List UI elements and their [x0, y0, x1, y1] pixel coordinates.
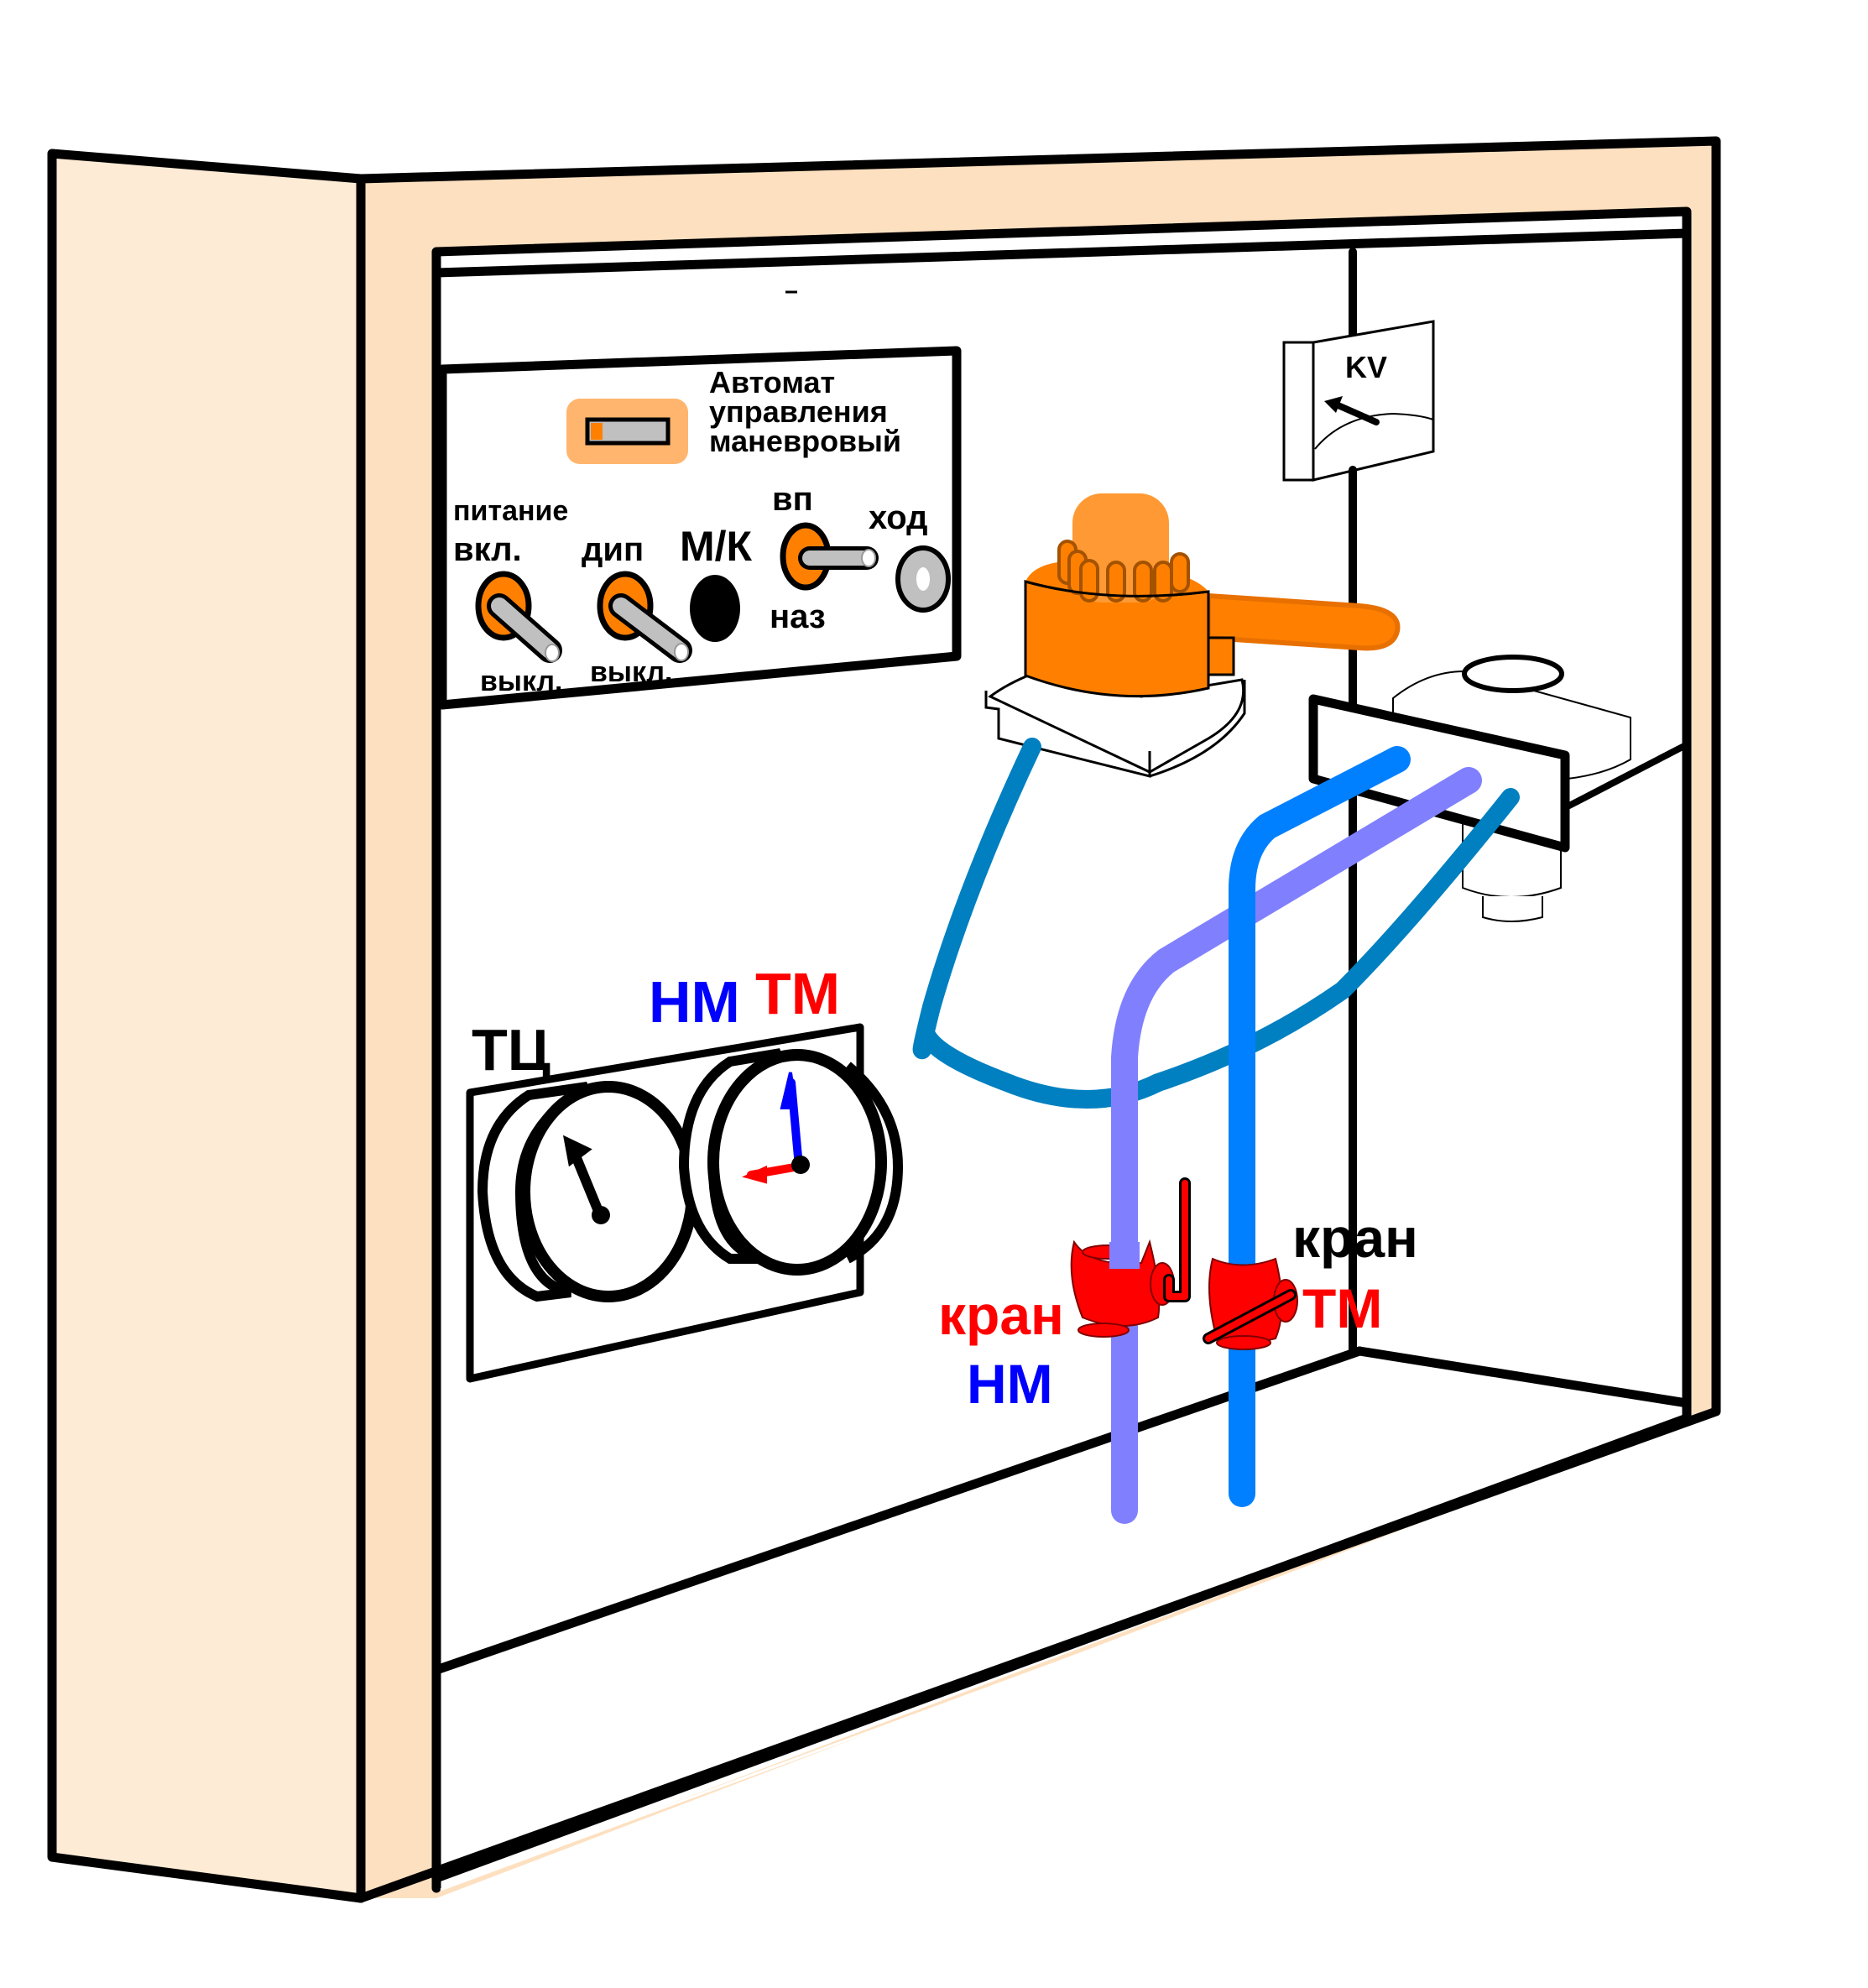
gauge-panel: ТЦ НМ ТМ: [466, 961, 904, 1383]
voltmeter-needle: [1331, 400, 1380, 425]
cabinet-left-side: [47, 149, 366, 1903]
tc-gauge: [477, 1081, 698, 1302]
voltmeter: KV: [1282, 252, 1435, 592]
nm-cock-label-1: кран: [938, 1284, 1064, 1346]
move-button[interactable]: [895, 545, 951, 613]
mk-button[interactable]: [690, 575, 740, 642]
nm-tm-gauge: [678, 1048, 904, 1276]
move-label: ход: [869, 499, 928, 536]
mk-label: М/К: [680, 523, 753, 570]
breaker-label-2: управления: [709, 394, 888, 429]
breaker-indicator: [591, 423, 603, 440]
breaker-label-3: маневровый: [709, 424, 901, 458]
tm-label: ТМ: [755, 961, 840, 1026]
dip-toggle-switch[interactable]: [597, 571, 692, 663]
tc-pipe: [912, 738, 1520, 1109]
nm-label: НМ: [649, 969, 740, 1035]
voltmeter-label: KV: [1345, 350, 1387, 384]
maneuver-breaker[interactable]: [566, 399, 688, 464]
tc-gauge-needle: [570, 1149, 605, 1220]
top-ledge: [431, 228, 1692, 278]
tm-pipe: [1229, 746, 1411, 1507]
nm-cock[interactable]: [1070, 0, 1191, 1338]
breaker-label-1: Автомат: [709, 365, 835, 399]
mk-button-cap: [690, 575, 740, 642]
tm-cock-label-2: ТМ: [1302, 1277, 1382, 1339]
brake-valve[interactable]: [984, 493, 1401, 778]
nm-pipe: [1111, 767, 1482, 1524]
power-toggle-switch[interactable]: [475, 571, 562, 663]
dip-label: дип: [582, 531, 644, 568]
tm-cock-label-1: кран: [1292, 1207, 1418, 1269]
direction-toggle-switch[interactable]: [780, 522, 879, 591]
tm-cock[interactable]: [1203, 1257, 1298, 1350]
brake-valve-handle[interactable]: [1206, 592, 1401, 651]
dip-off-label: выкл.: [590, 656, 672, 688]
nm-cock-label-2: НМ: [967, 1353, 1053, 1415]
floor-back-edge: [1354, 1346, 1692, 1408]
right-rail: [1566, 744, 1686, 809]
direction-forward-label: вп: [772, 481, 813, 518]
control-panel: Автомат управления маневровый питание вк…: [437, 346, 962, 710]
direction-back-label: наз: [770, 598, 826, 635]
power-label: питание: [453, 495, 568, 527]
power-off-label: выкл.: [480, 665, 562, 697]
pipes: [912, 738, 1520, 1524]
tc-label: ТЦ: [472, 1017, 550, 1083]
bottom-rail-inner: [431, 1413, 1692, 1883]
shelf-edge: [431, 1346, 1364, 1675]
power-on-label: вкл.: [453, 531, 522, 568]
